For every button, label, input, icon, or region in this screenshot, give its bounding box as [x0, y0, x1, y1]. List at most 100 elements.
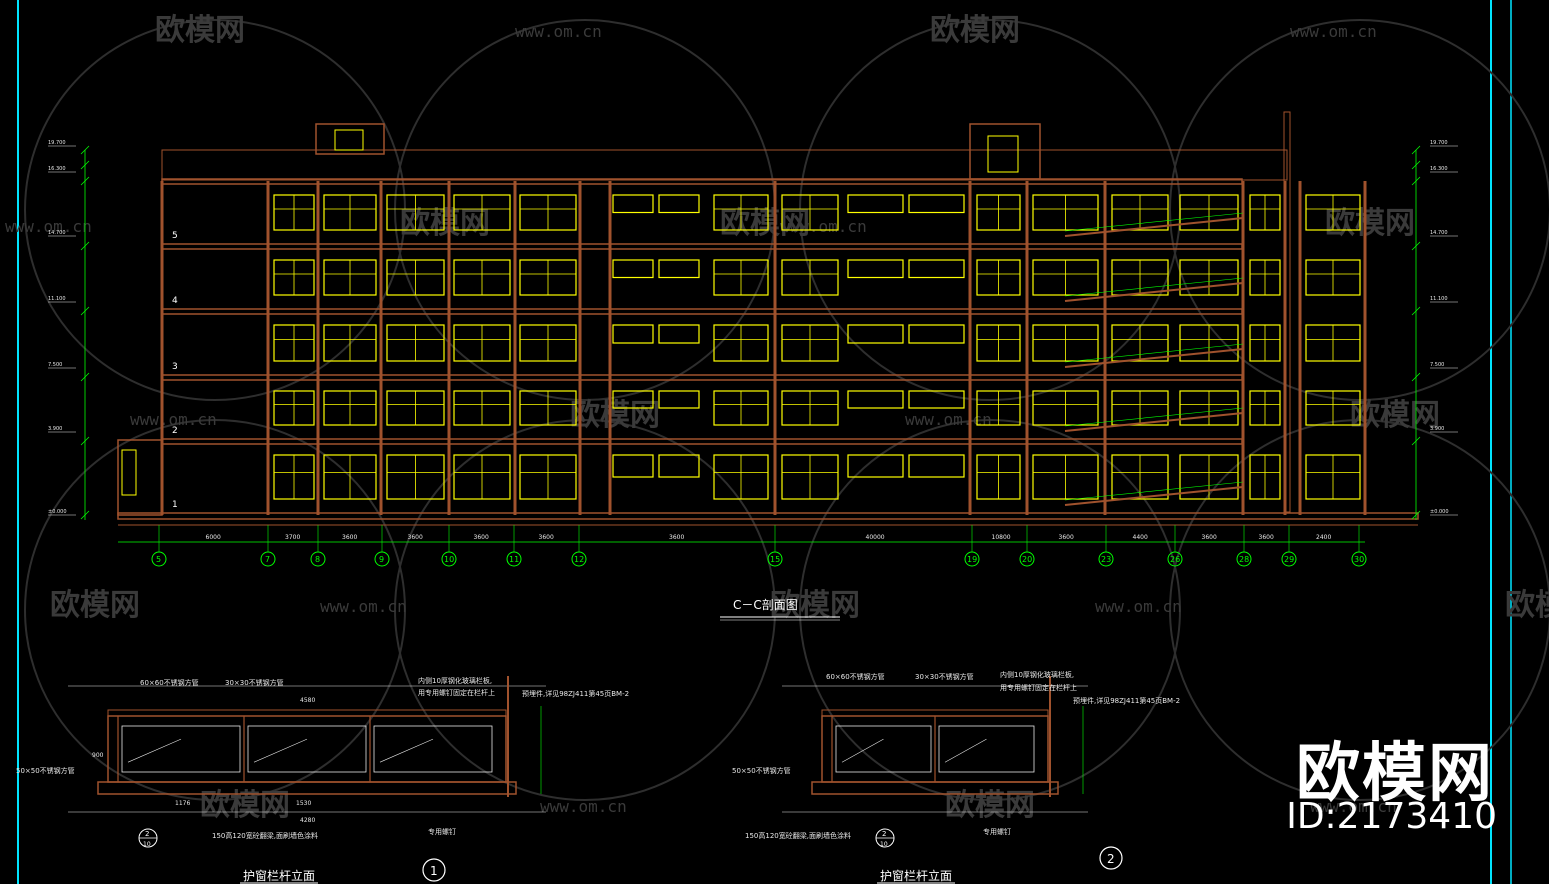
axis-spacing-10: 4400	[1133, 534, 1148, 541]
right-ladder-tick-1	[1411, 160, 1421, 170]
right-chimney	[1283, 111, 1291, 513]
axis-label-7: 15	[770, 555, 780, 564]
axis-label-12: 28	[1239, 555, 1249, 564]
window-f1-b5-a	[612, 454, 654, 478]
railing2-glass-hatch-1	[944, 738, 987, 763]
axis-bubble-3	[374, 551, 390, 567]
note-tube-50-1: 50×50不锈钢方管	[16, 766, 75, 775]
axis-bubble-1	[260, 551, 276, 567]
note-embed-2: 预埋件,详见98ZJ411第45页BM-2	[1073, 696, 1180, 705]
note-tube-30-2: 30×30不锈钢方管	[915, 672, 974, 681]
left-ladder-tick-4	[80, 306, 90, 316]
axis-spacing-1: 3700	[285, 534, 300, 541]
note-tube-30-1: 30×30不锈钢方管	[225, 678, 284, 687]
dim-4580: 4580	[300, 697, 315, 704]
railing1-beam	[97, 781, 517, 795]
left-elevation-label-0: 19.700	[48, 140, 66, 146]
axis-bubble-5	[506, 551, 522, 567]
axis-bubble-2	[310, 551, 326, 567]
axis-label-1: 7	[265, 555, 270, 564]
stair-tower-window	[334, 129, 364, 151]
window-f3-b5-b	[658, 324, 700, 344]
railing-elevation-detail-2	[782, 676, 1088, 813]
ramp-5	[1064, 217, 1244, 237]
axis-bubble-6	[571, 551, 587, 567]
detail-marker-2-number: 2	[1107, 852, 1115, 866]
window-f5-b5-a	[612, 194, 654, 214]
left-ladder-tick-3	[80, 241, 90, 251]
left-annex	[117, 439, 163, 516]
note-tube-60-1: 60×60不锈钢方管	[140, 678, 199, 687]
watermark-url-7: www.om.cn	[1095, 597, 1182, 616]
axis-bubble-8	[964, 551, 980, 567]
note-beam-1: 150高120宽砼翻梁,面刷墙色涂料	[212, 831, 318, 840]
railing-notes: 60×60不锈钢方管 30×30不锈钢方管 内侧10厚钢化玻璃栏板, 用专用螺钉…	[16, 670, 1180, 840]
stair-tower-left	[315, 123, 385, 155]
axis-bubble-13	[1281, 551, 1297, 567]
watermark-url-9: www.om.cn	[1310, 797, 1397, 816]
left-elevation-label-2: 14.700	[48, 230, 66, 236]
watermark-brand-3: 欧模网	[720, 206, 810, 241]
right-ladder-tick-3	[1411, 241, 1421, 251]
watermark-url-2: www.om.cn	[5, 217, 92, 236]
railing1-glass-panel-1	[247, 725, 367, 773]
railing2-glass-panel-1	[938, 725, 1035, 773]
floor-number-3: 3	[172, 362, 178, 372]
detail-marker-2	[1099, 846, 1123, 870]
axis-bubble-9	[1019, 551, 1035, 567]
window-f4-b5-b	[658, 259, 700, 279]
window-f2-b5-b	[658, 390, 700, 409]
left-elevation-label-1: 16.300	[48, 166, 66, 172]
note-glass-2: 内侧10厚钢化玻璃栏板,	[1000, 670, 1074, 679]
watermark-url-6: www.om.cn	[320, 597, 407, 616]
right-elevation-label-0: 19.700	[1430, 140, 1448, 146]
window-f1-b8-b	[908, 454, 965, 478]
axis-bubble-4	[441, 551, 457, 567]
dim-900: 900	[92, 752, 104, 759]
ramp-rail-1	[1064, 481, 1244, 501]
railing1-top-rail	[107, 709, 507, 717]
axis-label-11: 26	[1170, 555, 1180, 564]
ramp-2	[1064, 412, 1244, 432]
axis-spacing-13: 2400	[1316, 534, 1331, 541]
note-glass2-2: 用专用螺钉固定在栏杆上	[1000, 683, 1077, 692]
window-f3-b5-a	[612, 324, 654, 344]
window-f2-b5-a	[612, 390, 654, 409]
axis-spacing-9: 3600	[1059, 534, 1074, 541]
left-elevation-label-4: 7.500	[48, 362, 62, 368]
floor-number-4: 4	[172, 296, 178, 306]
right-elevation-label-3: 11.100	[1430, 296, 1448, 302]
axis-bubble-7	[767, 551, 783, 567]
watermark-url-0: www.om.cn	[515, 22, 602, 41]
ramp-1	[1064, 486, 1244, 506]
ramp-rail-4	[1064, 277, 1244, 297]
left-ladder-tick-1	[80, 160, 90, 170]
right-elevation-label-6: ±0.000	[1430, 509, 1449, 515]
right-elevation-label-4: 7.500	[1430, 362, 1444, 368]
dim-1530: 1530	[296, 800, 311, 807]
watermark-url-4: www.om.cn	[130, 410, 217, 429]
axis-label-14: 30	[1354, 555, 1364, 564]
axis-label-5: 11	[509, 555, 519, 564]
window-f2-b8-a	[847, 390, 904, 409]
note-glass2-1: 用专用螺钉固定在栏杆上	[418, 688, 495, 697]
axis-spacing-4: 3600	[474, 534, 489, 541]
axis-label-8: 19	[967, 555, 977, 564]
floor-number-5: 5	[172, 231, 178, 241]
axis-markers: 5600073700836009360010360011360012360015…	[118, 525, 1367, 567]
railing-elevation-detail-1	[68, 676, 546, 813]
watermark-brand-7: 欧模网	[50, 588, 140, 623]
left-ladder-tick-0	[80, 145, 90, 155]
window-f3-b8-b	[908, 324, 965, 344]
watermark-url-1: www.om.cn	[1290, 22, 1377, 41]
ramp-rail-5	[1064, 212, 1244, 232]
railing2-glass-panel-0	[835, 725, 932, 773]
railing-title-1: 护窗栏杆立面	[243, 868, 315, 883]
railing1-glass-panel-0	[121, 725, 241, 773]
floor-number-2: 2	[172, 426, 178, 436]
window-f5-b5-b	[658, 194, 700, 214]
axis-spacing-8: 10800	[992, 534, 1011, 541]
right-ladder-tick-6	[1411, 436, 1421, 446]
